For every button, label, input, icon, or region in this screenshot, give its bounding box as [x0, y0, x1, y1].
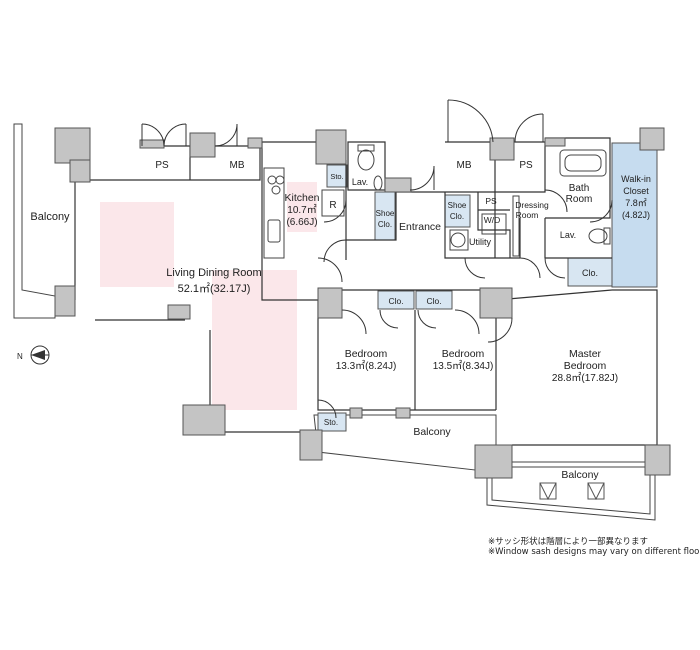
bathtub-outline [559, 149, 607, 177]
label-dressing-room-2: Room [516, 210, 539, 220]
label-living-name: Living Dining Room [166, 267, 261, 279]
closet-bed2-fill [415, 290, 453, 310]
washer-drum [450, 232, 466, 248]
label-shoe-closet-left-2: Clo. [378, 220, 392, 229]
kitchen-counter [263, 167, 285, 259]
label-living-area: 52.1㎡(32.17J) [178, 282, 251, 295]
shoe-closet-right-fill [444, 194, 471, 228]
label-utility: Utility [469, 237, 491, 247]
note-japanese: ※サッシ形状は階層により一部異なります [488, 537, 648, 547]
balcony-southeast-outline [486, 461, 656, 521]
label-lav-master: Lav. [560, 230, 576, 240]
label-shoe-closet-right-2: Clo. [450, 212, 464, 221]
label-bedroom2-area: 13.5㎡(8.34J) [433, 360, 494, 372]
label-shoe-closet-left-1: Shoe [376, 209, 395, 218]
label-wd: W/D [484, 215, 501, 225]
label-ps-north-right: PS [519, 160, 533, 171]
compass: N [17, 345, 50, 365]
label-closet-master: Clo. [582, 268, 598, 278]
label-refrigerator: R [329, 200, 336, 211]
label-kitchen-jo: (6.66J) [286, 217, 317, 228]
label-balcony-west: Balcony [30, 211, 70, 223]
note-english: ※Window sash designs may vary on differe… [488, 547, 700, 557]
label-storage-kitchen: Sto. [330, 172, 343, 181]
toilet-kitchen-lav [357, 149, 375, 171]
label-balcony-south: Balcony [413, 426, 451, 438]
compass-north-label: N [17, 352, 23, 361]
label-kitchen-name: Kitchen [284, 192, 319, 204]
label-walkin-area: 7.8㎡ [625, 198, 647, 208]
refrigerator-box [321, 189, 345, 217]
label-walkin-2: Closet [623, 186, 649, 196]
label-closet-bed2: Clo. [426, 296, 441, 306]
label-closet-bed1: Clo. [388, 296, 403, 306]
label-ps-small: PS [485, 196, 497, 206]
living-tint-1 [100, 202, 174, 287]
closet-bed1-fill [377, 290, 415, 310]
label-bath-room-2: Room [566, 194, 593, 205]
label-bedroom1-area: 13.3㎡(8.24J) [336, 360, 397, 372]
room-labels: Balcony PS MB Kitchen 10.7㎡ (6.66J) Sto.… [30, 160, 650, 481]
label-kitchen-area: 10.7㎡ [287, 204, 316, 216]
label-bedroom1-name: Bedroom [345, 348, 388, 360]
label-shoe-closet-right-1: Shoe [448, 201, 467, 210]
label-ps-north-left: PS [155, 160, 169, 171]
label-walkin-1: Walk-in [621, 174, 651, 184]
label-walkin-jo: (4.82J) [622, 210, 650, 220]
label-balcony-southeast: Balcony [561, 469, 599, 481]
door-swings [141, 99, 613, 419]
label-lav-small: Lav. [352, 177, 368, 187]
label-mb-north-right: MB [457, 160, 472, 171]
fixtures [263, 144, 611, 259]
storage-bed-fill [317, 412, 347, 432]
label-mb-north-left: MB [230, 160, 245, 171]
label-storage-bed: Sto. [324, 418, 338, 427]
living-tint-2 [212, 270, 297, 410]
label-entrance: Entrance [399, 221, 441, 233]
kitchen-tint [287, 182, 317, 232]
label-bath-room-1: Bath [569, 183, 590, 194]
label-master-name-1: Master [569, 348, 602, 360]
closet-master-fill [567, 257, 613, 287]
storage-kitchen-fill [326, 164, 348, 188]
wall-blocks [54, 127, 671, 479]
label-bedroom2-name: Bedroom [442, 348, 485, 360]
label-master-area: 28.8㎡(17.82J) [552, 372, 618, 384]
label-master-name-2: Bedroom [564, 360, 607, 372]
label-dressing-room-1: Dressing [515, 200, 549, 210]
balcony-markers [539, 482, 605, 501]
walkin-closet-fill [611, 142, 658, 288]
toilet-master [588, 228, 608, 244]
